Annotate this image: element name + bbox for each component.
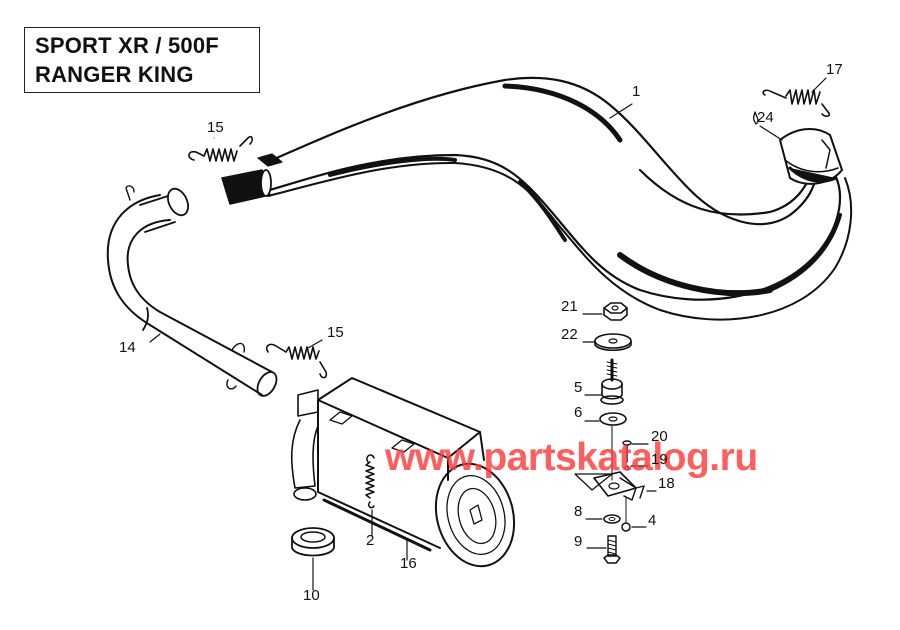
callout-screw[interactable]: 20 xyxy=(651,428,668,445)
callout-lock-washer[interactable]: 19 xyxy=(651,451,668,468)
callout-grommet[interactable]: 10 xyxy=(303,587,320,604)
grommet-part-10[interactable] xyxy=(291,527,335,591)
callout-bracket[interactable]: 18 xyxy=(658,475,675,492)
callout-washer[interactable]: 6 xyxy=(574,404,583,421)
muffler-part-16[interactable] xyxy=(290,377,525,575)
callout-sealant-drop[interactable]: 24 xyxy=(757,109,774,126)
exhaust-pipe-part-1[interactable] xyxy=(221,76,853,321)
callout-muffler[interactable]: 16 xyxy=(400,555,417,572)
callout-bolt[interactable]: 9 xyxy=(574,533,583,550)
spring-part-15-upper[interactable] xyxy=(188,135,253,162)
callout-spring-muffler[interactable]: 2 xyxy=(366,532,375,549)
callout-flat-washer[interactable]: 8 xyxy=(574,503,583,520)
callout-washer-large[interactable]: 22 xyxy=(561,326,578,343)
model-title-line-2: RANGER KING xyxy=(35,62,194,87)
callout-nut-small[interactable]: 4 xyxy=(648,512,657,529)
spring-part-2[interactable] xyxy=(365,454,375,537)
callout-tail-pipe[interactable]: 14 xyxy=(119,339,136,356)
model-title-line-1: SPORT XR / 500F xyxy=(35,33,219,58)
mount-hardware-stack[interactable] xyxy=(574,302,657,564)
callout-spring-middle[interactable]: 15 xyxy=(327,324,344,341)
callout-spring-upper-left[interactable]: 15 xyxy=(207,119,224,136)
callout-exhaust-pipe[interactable]: 1 xyxy=(632,83,641,100)
tail-pipe-part-14[interactable] xyxy=(106,185,281,400)
callout-rubber-mount[interactable]: 5 xyxy=(574,379,583,396)
callout-spring-upper-right[interactable]: 17 xyxy=(826,61,843,78)
callout-nut[interactable]: 21 xyxy=(561,298,578,315)
model-title-box: SPORT XR / 500F RANGER KING xyxy=(24,27,260,93)
spring-part-15-middle[interactable] xyxy=(265,339,328,379)
sealant-drop-part-24 xyxy=(752,111,783,141)
spring-part-17[interactable] xyxy=(762,77,831,117)
